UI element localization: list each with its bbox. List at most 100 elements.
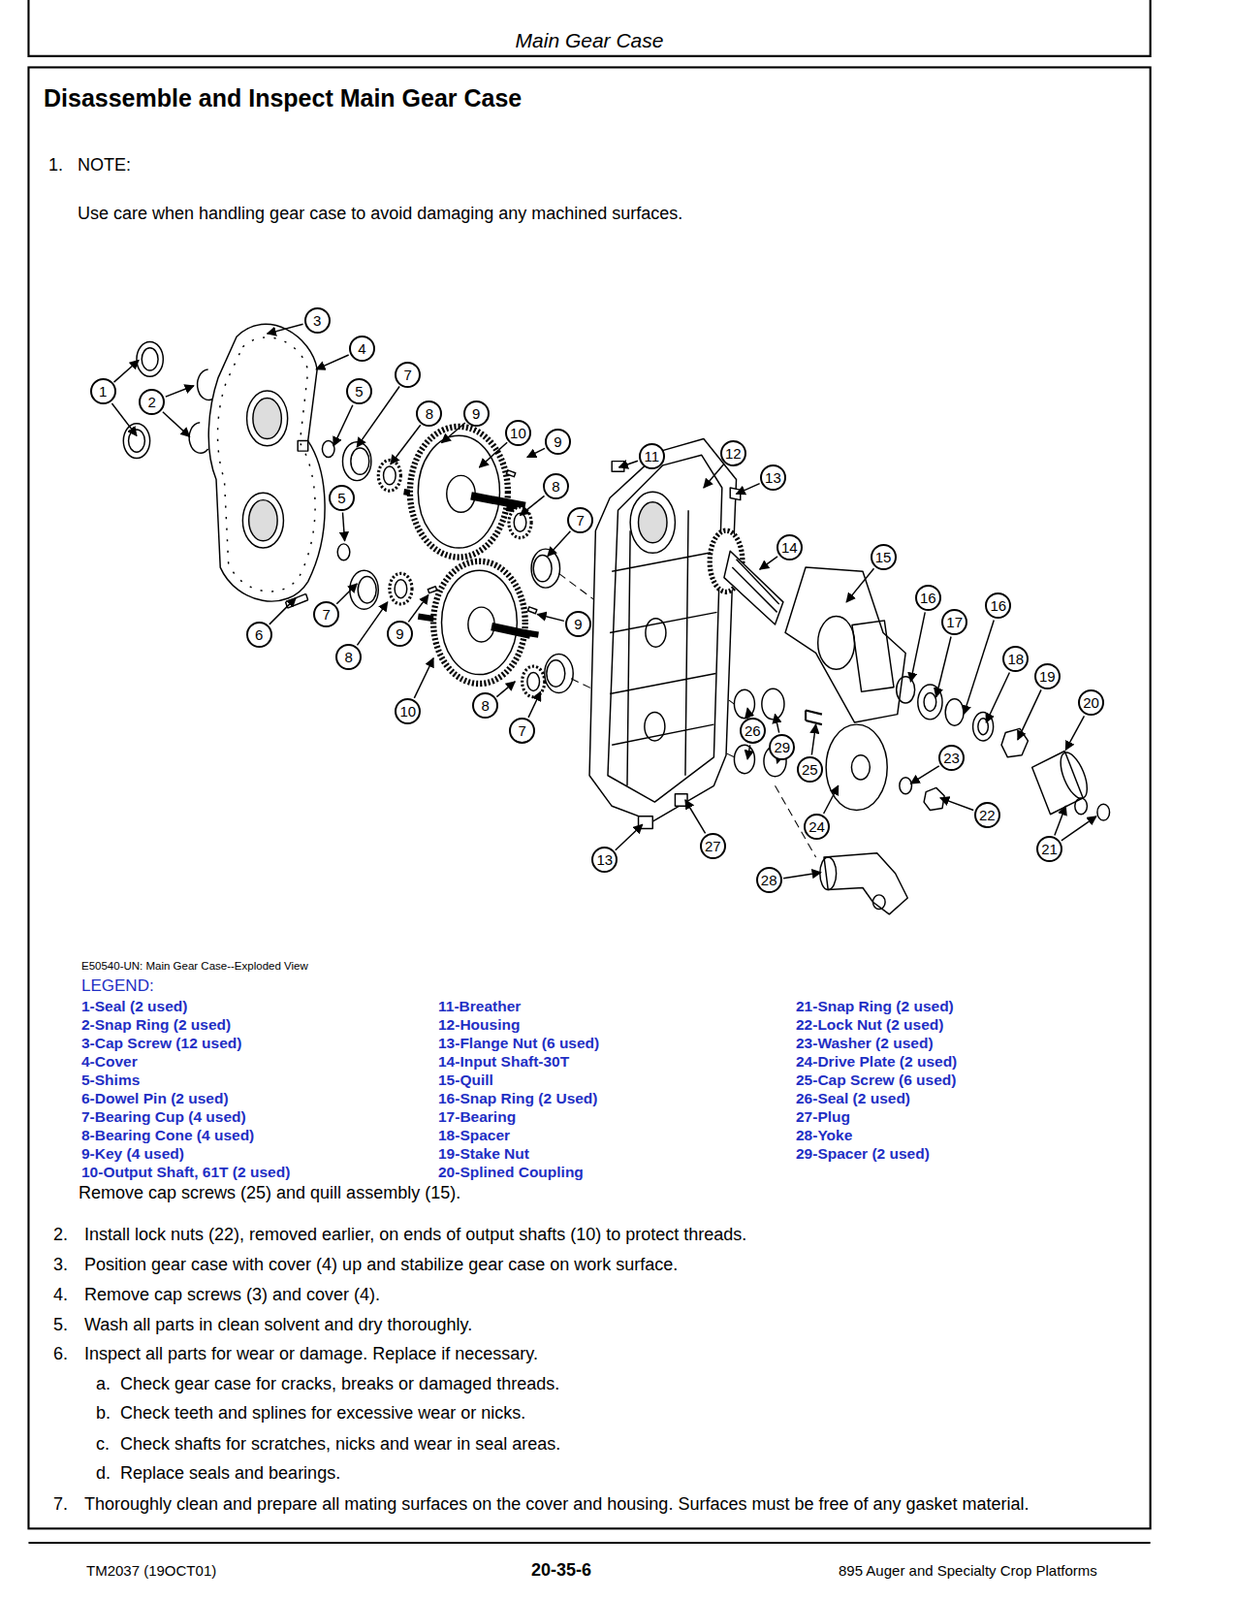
page-frame xyxy=(28,0,1150,1543)
page-footer: 895 Auger and Specialty Crop Platforms xyxy=(838,1561,1098,1580)
parts-list-item: 23-Washer (2 used) xyxy=(795,1034,934,1053)
parts-list-item: 28-Yoke xyxy=(795,1126,853,1145)
illustration-shape xyxy=(337,543,350,561)
callout-text: 9 xyxy=(395,626,404,641)
callout-number: 2 xyxy=(138,388,165,415)
callout-number: 14 xyxy=(776,534,803,561)
callout-number: 4 xyxy=(348,335,376,362)
leader-line xyxy=(390,424,421,465)
illustration-shape xyxy=(852,620,894,692)
callout-number: 8 xyxy=(335,643,362,670)
callout-number: 11 xyxy=(638,443,666,470)
leader-line xyxy=(342,512,345,541)
instruction-text: 5. xyxy=(53,1314,68,1336)
callout-number: 13 xyxy=(591,846,618,873)
callout-number: 22 xyxy=(974,801,1001,828)
leader-line xyxy=(316,354,349,370)
callout-text: 7 xyxy=(575,512,584,528)
parts-list-item: 10-Output Shaft, 61T (2 used) xyxy=(81,1163,290,1182)
illustration-shape xyxy=(522,665,545,698)
callout-number: 15 xyxy=(870,543,897,571)
callout-text: 2 xyxy=(148,394,157,410)
instruction-text: Inspect all parts for wear or damage. Re… xyxy=(84,1343,539,1365)
callout-number: 16 xyxy=(984,592,1012,619)
leader-line xyxy=(783,872,822,879)
parts-list-item: 19-Stake Nut xyxy=(438,1144,530,1164)
callout-number: 13 xyxy=(760,464,787,491)
callout-text: 6 xyxy=(254,627,263,642)
callout-text: 12 xyxy=(725,445,742,461)
leader-line xyxy=(703,464,725,488)
illustration-shape xyxy=(820,856,837,890)
callout-text: 15 xyxy=(875,549,892,565)
callout-number: 8 xyxy=(472,692,499,719)
callout-text: 16 xyxy=(990,598,1008,613)
callout-number: 5 xyxy=(346,378,373,405)
callout-text: 26 xyxy=(744,723,761,738)
leader-line xyxy=(162,412,191,438)
illustration-shape xyxy=(442,570,518,674)
callout-number: 28 xyxy=(756,866,783,893)
leader-line xyxy=(1065,715,1084,750)
leader-line xyxy=(1061,816,1097,841)
illustration-shape xyxy=(805,709,823,725)
instruction-text: a. xyxy=(95,1373,111,1395)
instruction-text: Thoroughly clean and prepare all mating … xyxy=(84,1493,1030,1516)
illustration-shape xyxy=(491,626,531,634)
callout-number: 27 xyxy=(699,832,727,859)
parts-list-item: 4-Cover xyxy=(81,1052,138,1072)
illustration-shape xyxy=(531,548,560,588)
callout-number: 18 xyxy=(1002,645,1029,672)
callout-number: 12 xyxy=(720,440,747,467)
callout-number: 7 xyxy=(567,507,594,534)
callout-text: 22 xyxy=(979,807,996,823)
illustration-shape xyxy=(383,466,397,485)
leader-line xyxy=(114,359,140,382)
callout-text: 8 xyxy=(425,406,434,421)
callout-text: 4 xyxy=(357,341,366,356)
leader-line xyxy=(985,671,1010,723)
parts-list-item: 25-Cap Screw (6 used) xyxy=(795,1071,956,1090)
illustration-shape xyxy=(825,724,888,810)
illustration-shape xyxy=(607,454,723,802)
illustration-shape xyxy=(973,712,994,741)
illustration-shape xyxy=(389,572,412,604)
instruction-text: d. xyxy=(95,1462,111,1485)
callout-text: 18 xyxy=(1007,651,1024,666)
instruction-text: Check teeth and splines for excessive we… xyxy=(120,1402,526,1425)
leader-line xyxy=(267,323,304,334)
callout-number: 17 xyxy=(941,608,968,635)
illustration-shape xyxy=(724,550,784,625)
leader-line xyxy=(1017,689,1042,740)
illustration-shape xyxy=(527,671,540,691)
illustration-shape xyxy=(141,348,159,371)
parts-list-item: 6-Dowel Pin (2 used) xyxy=(81,1089,229,1109)
callout-text: 20 xyxy=(1082,695,1100,710)
callout-text: 9 xyxy=(573,616,582,632)
section-title: Disassemble and Inspect Main Gear Case xyxy=(43,83,522,113)
illustration-shape xyxy=(513,512,527,532)
parts-list-item: 7-Bearing Cup (4 used) xyxy=(81,1108,247,1127)
leader-line xyxy=(846,568,874,603)
parts-list-item: 24-Drive Plate (2 used) xyxy=(795,1052,957,1072)
leader-line xyxy=(747,744,751,760)
leader-line xyxy=(910,611,925,682)
illustration-shape xyxy=(1055,748,1093,802)
leader-line xyxy=(1054,805,1066,835)
illustration-shape xyxy=(242,492,284,548)
parts-list-item: 1-Seal (2 used) xyxy=(81,997,188,1016)
parts-list-item: 26-Seal (2 used) xyxy=(795,1089,911,1109)
parts-list-item: 22-Lock Nut (2 used) xyxy=(795,1015,944,1035)
illustration-shape xyxy=(1075,797,1088,815)
callout-number: 19 xyxy=(1034,663,1061,690)
parts-list-item: 8-Bearing Cone (4 used) xyxy=(81,1126,254,1145)
illustration-shape xyxy=(638,502,667,543)
leader-line xyxy=(165,385,194,397)
parts-list-item: 29-Spacer (2 used) xyxy=(795,1144,930,1164)
callout-number: 29 xyxy=(768,733,795,761)
callout-number: 1 xyxy=(90,378,117,405)
leader-line xyxy=(747,707,750,716)
callout-text: 1 xyxy=(98,383,107,399)
callout-text: 28 xyxy=(760,872,778,888)
illustration-shape xyxy=(589,438,736,822)
